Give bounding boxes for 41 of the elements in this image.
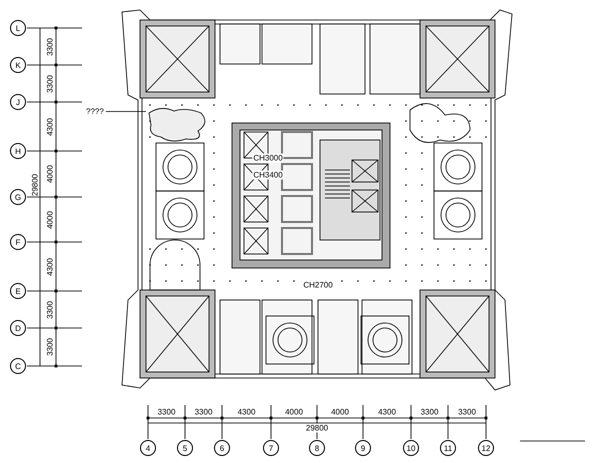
grid-bubble: 8	[309, 440, 325, 456]
ceiling-height-text: CH3000	[252, 154, 284, 162]
grid-bubble: 12	[478, 440, 494, 456]
dimension-text: 29800	[30, 174, 40, 196]
grid-bubble: G	[10, 189, 26, 205]
grid-bubble: F	[10, 234, 26, 250]
grid-bubble: H	[10, 143, 26, 159]
dimension-text: 3300	[420, 408, 438, 416]
dimension-text: 4300	[238, 408, 256, 416]
grid-bubble: C	[10, 358, 26, 374]
dimension-text: 3300	[46, 38, 54, 56]
dimension-text: 3300	[46, 300, 54, 318]
ceiling-height-text: CH3400	[252, 170, 284, 180]
grid-bubble: K	[10, 57, 26, 73]
dimension-text: 4000	[331, 408, 349, 416]
dimension-text: 4300	[46, 258, 54, 276]
dimension-text: 4300	[378, 408, 396, 416]
dimension-text: 4000	[46, 210, 54, 228]
leader-line	[105, 111, 146, 112]
dimension-text: 3300	[158, 408, 176, 416]
grid-bubble: J	[10, 94, 26, 110]
grid-bubble: 11	[440, 440, 456, 456]
grid-bubble: 9	[355, 440, 371, 456]
grid-bubble: 7	[263, 440, 279, 456]
grid-bubble: 5	[177, 440, 193, 456]
grid-bubble: D	[10, 320, 26, 336]
dimension-text: 29800	[304, 424, 330, 432]
ceiling-height-text: CH2700	[302, 280, 334, 290]
dimension-text: 4300	[46, 118, 54, 136]
dimension-text: 3300	[458, 408, 476, 416]
grid-bubble: E	[10, 283, 26, 299]
dimension-text: 3300	[46, 74, 54, 92]
grid-bubble: 10	[403, 440, 419, 456]
grid-bubble: 4	[140, 440, 156, 456]
grid-bubble: 6	[214, 440, 230, 456]
dimension-text: 4000	[46, 165, 54, 183]
dimension-text: 3300	[46, 338, 54, 356]
dimension-text: 3300	[194, 408, 212, 416]
annotation-text: ????	[86, 107, 104, 116]
dimension-text: 4000	[285, 408, 303, 416]
grid-bubble: L	[10, 20, 26, 36]
